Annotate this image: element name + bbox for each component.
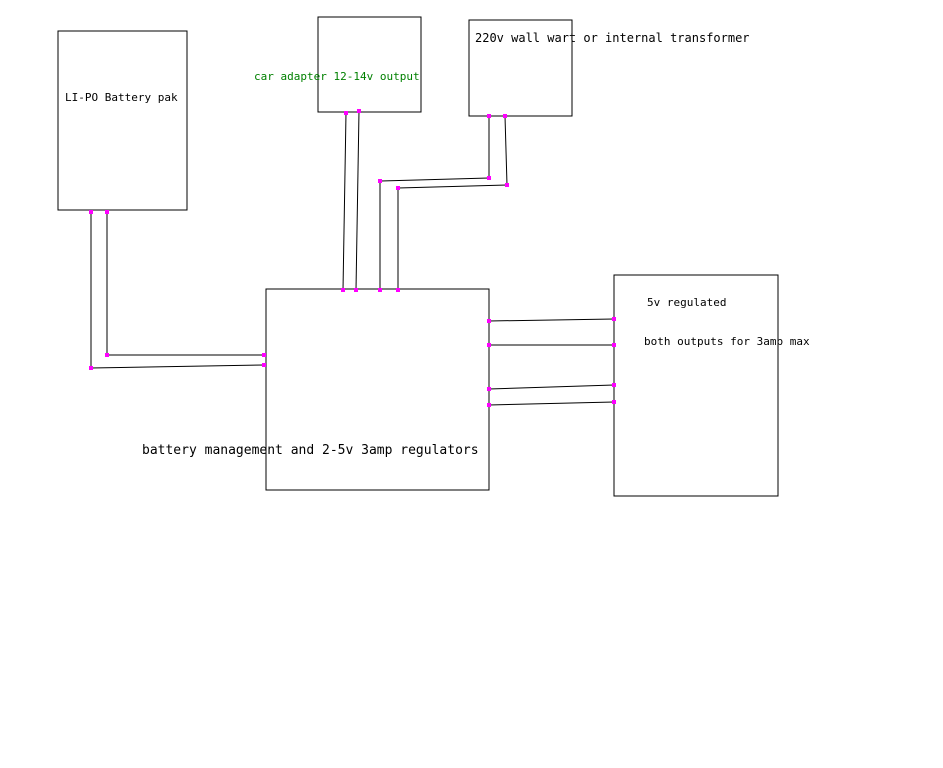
node <box>612 383 616 387</box>
node <box>89 210 93 214</box>
wire-car-b <box>355 110 360 291</box>
lipo-battery-label: LI-PO Battery pak <box>65 91 178 104</box>
node <box>378 288 382 292</box>
wire-wall-b-across <box>397 184 508 189</box>
regulated-output-note: both outputs for 3amp max <box>644 335 810 348</box>
node <box>354 288 358 292</box>
regulated-output-box <box>613 274 779 497</box>
regulated-output-title: 5v regulated <box>647 296 726 309</box>
node <box>612 400 616 404</box>
node <box>344 111 348 115</box>
component-boxes <box>57 16 779 497</box>
connection-nodes <box>89 109 616 407</box>
node <box>487 387 491 391</box>
node <box>503 114 507 118</box>
wire-lipo-a-across <box>90 364 265 369</box>
node <box>357 109 361 113</box>
wire-car-a <box>342 112 347 291</box>
car-adapter-box <box>317 16 422 113</box>
wire-out-3 <box>488 384 615 390</box>
node <box>396 186 400 190</box>
node <box>262 363 266 367</box>
node <box>105 210 109 214</box>
node <box>378 179 382 183</box>
wire-wall-b-down <box>504 115 508 186</box>
node <box>487 343 491 347</box>
node <box>487 403 491 407</box>
wire-out-1 <box>488 318 615 322</box>
wall-wart-label: 220v wall wart or internal transformer <box>475 31 750 45</box>
car-adapter-label: car adapter 12-14v output <box>254 70 420 83</box>
lipo-battery-box <box>57 30 188 211</box>
node <box>396 288 400 292</box>
node <box>487 114 491 118</box>
node <box>612 317 616 321</box>
node <box>487 176 491 180</box>
node <box>487 319 491 323</box>
battery-management-box <box>265 288 490 491</box>
node <box>105 353 109 357</box>
wire-out-4 <box>488 401 615 406</box>
labels: LI-PO Battery pak car adapter 12-14v out… <box>65 31 810 458</box>
battery-management-label: battery management and 2-5v 3amp regulat… <box>142 443 479 458</box>
node <box>505 183 509 187</box>
wire-wall-a-across <box>379 177 490 182</box>
node <box>89 366 93 370</box>
wires <box>90 110 615 406</box>
node <box>341 288 345 292</box>
node <box>262 353 266 357</box>
node <box>612 343 616 347</box>
wall-wart-box <box>468 19 573 117</box>
